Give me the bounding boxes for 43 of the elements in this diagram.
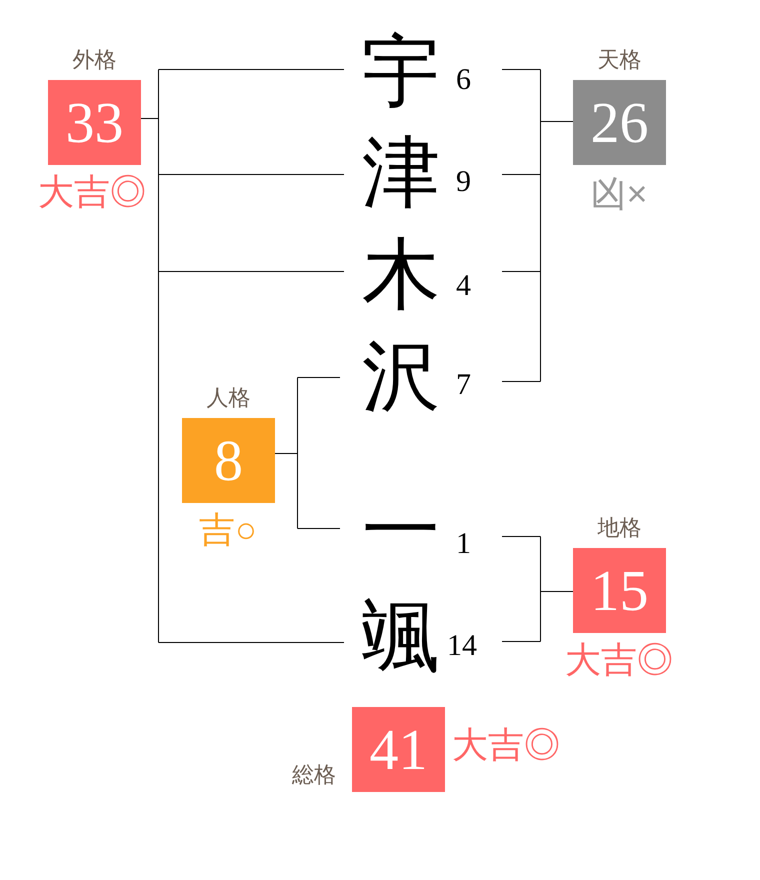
connector-line bbox=[158, 174, 344, 175]
fortune-verdict: 凶× bbox=[590, 174, 648, 214]
score-tile: 41 bbox=[352, 707, 445, 792]
connector-line bbox=[502, 271, 541, 272]
fortune-verdict: 大吉◎ bbox=[38, 172, 146, 212]
connector-line bbox=[158, 271, 344, 272]
name-character: 宇 bbox=[362, 33, 440, 111]
connector-line bbox=[502, 174, 541, 175]
stroke-count: 6 bbox=[456, 65, 471, 95]
grade-label: 天格 bbox=[598, 47, 642, 73]
fortune-verdict: 吉○ bbox=[199, 510, 257, 550]
connector-line bbox=[158, 69, 344, 70]
score-tile: 15 bbox=[573, 548, 666, 633]
grade-label: 総格 bbox=[292, 762, 336, 788]
stroke-count: 9 bbox=[456, 167, 471, 197]
connector-line bbox=[540, 69, 574, 382]
connector-line bbox=[502, 381, 541, 382]
grade-label: 地格 bbox=[598, 515, 642, 541]
stroke-count: 4 bbox=[456, 271, 471, 301]
fortune-verdict: 大吉◎ bbox=[565, 640, 673, 680]
connector-line bbox=[274, 377, 298, 529]
name-character: 木 bbox=[362, 236, 440, 314]
grade-label: 人格 bbox=[206, 385, 250, 411]
connector-line bbox=[297, 528, 340, 529]
connector-line bbox=[502, 536, 541, 537]
fortune-verdict: 大吉◎ bbox=[452, 725, 560, 765]
connector-line bbox=[297, 377, 340, 378]
name-character: 津 bbox=[362, 134, 440, 212]
stroke-count: 14 bbox=[447, 631, 477, 661]
score-tile: 26 bbox=[573, 80, 666, 165]
name-character: 颯 bbox=[362, 598, 440, 676]
name-character: 沢 bbox=[362, 338, 440, 416]
grade-label: 外格 bbox=[72, 47, 116, 73]
connector-line bbox=[140, 69, 159, 643]
connector-line bbox=[502, 69, 541, 70]
score-tile: 33 bbox=[48, 80, 141, 165]
score-tile: 8 bbox=[182, 418, 275, 503]
stroke-count: 7 bbox=[456, 370, 471, 400]
connector-line bbox=[502, 641, 541, 642]
connector-line bbox=[158, 642, 344, 643]
stroke-count: 1 bbox=[456, 529, 471, 559]
connector-line bbox=[540, 536, 574, 642]
name-character: 一 bbox=[362, 492, 440, 570]
